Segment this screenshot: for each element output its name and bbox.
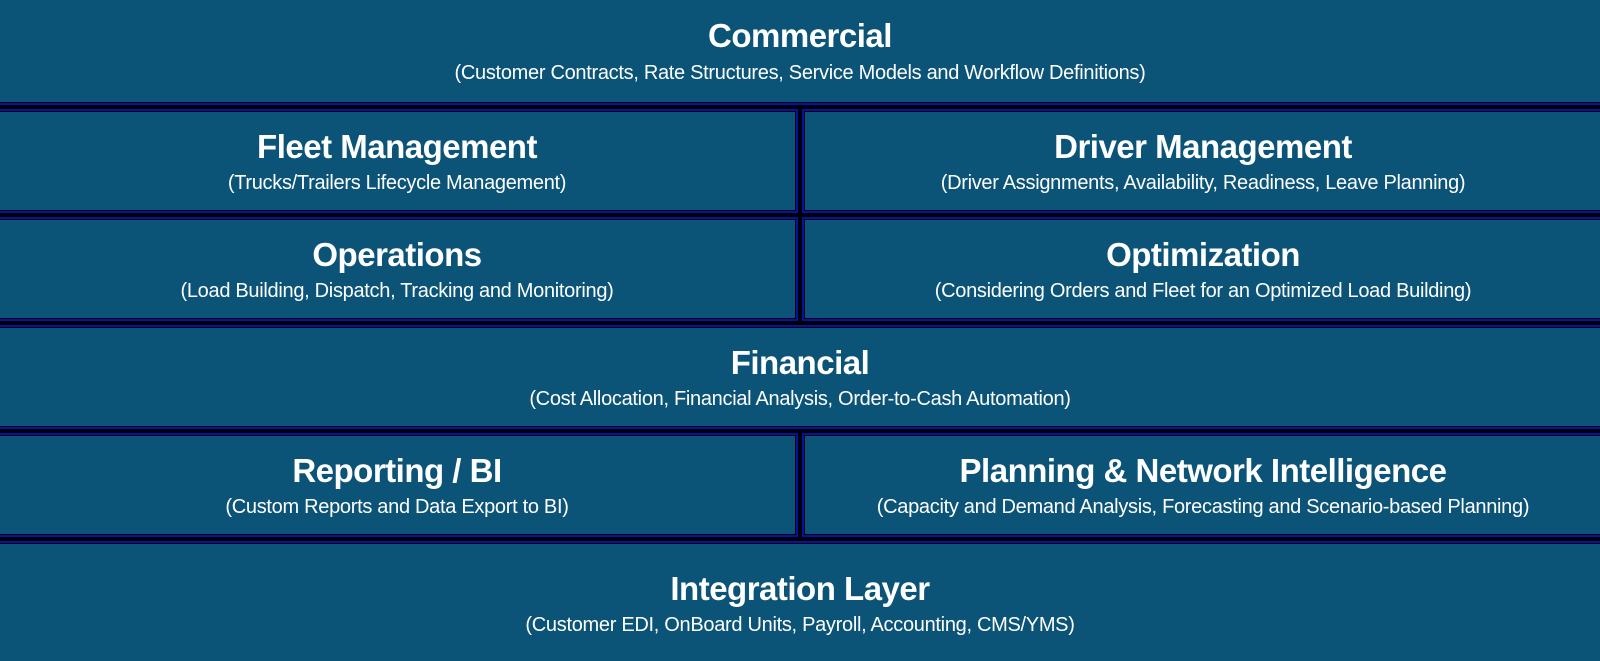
- block-title: Fleet Management: [257, 127, 537, 165]
- block-subtitle: (Considering Orders and Fleet for an Opt…: [934, 280, 1472, 303]
- block-title: Commercial: [708, 17, 892, 55]
- block-integration-layer: Integration Layer (Customer EDI, OnBoard…: [0, 541, 1600, 661]
- block-subtitle: (Load Building, Dispatch, Tracking and M…: [180, 280, 614, 303]
- block-title: Optimization: [1106, 235, 1300, 273]
- block-reporting-bi: Reporting / BI (Custom Reports and Data …: [0, 433, 798, 537]
- block-title: Reporting / BI: [292, 451, 502, 489]
- block-subtitle: (Customer Contracts, Rate Structures, Se…: [454, 61, 1146, 84]
- block-planning-network-intelligence: Planning & Network Intelligence (Capacit…: [802, 433, 1600, 537]
- block-subtitle: (Customer EDI, OnBoard Units, Payroll, A…: [525, 614, 1075, 637]
- block-title: Operations: [312, 235, 482, 273]
- block-fleet-management: Fleet Management (Trucks/Trailers Lifecy…: [0, 109, 798, 213]
- block-subtitle: (Driver Assignments, Availability, Readi…: [940, 172, 1466, 195]
- block-subtitle: (Custom Reports and Data Export to BI): [225, 496, 569, 519]
- block-driver-management: Driver Management (Driver Assignments, A…: [802, 109, 1600, 213]
- block-subtitle: (Cost Allocation, Financial Analysis, Or…: [529, 388, 1071, 411]
- block-subtitle: (Capacity and Demand Analysis, Forecasti…: [876, 496, 1530, 519]
- block-title: Integration Layer: [670, 569, 930, 607]
- block-title: Driver Management: [1054, 127, 1352, 165]
- block-optimization: Optimization (Considering Orders and Fle…: [802, 217, 1600, 321]
- block-subtitle: (Trucks/Trailers Lifecycle Management): [227, 172, 567, 195]
- block-operations: Operations (Load Building, Dispatch, Tra…: [0, 217, 798, 321]
- block-title: Planning & Network Intelligence: [959, 451, 1447, 489]
- block-financial: Financial (Cost Allocation, Financial An…: [0, 325, 1600, 429]
- block-commercial: Commercial (Customer Contracts, Rate Str…: [0, 0, 1600, 105]
- block-title: Financial: [730, 343, 870, 381]
